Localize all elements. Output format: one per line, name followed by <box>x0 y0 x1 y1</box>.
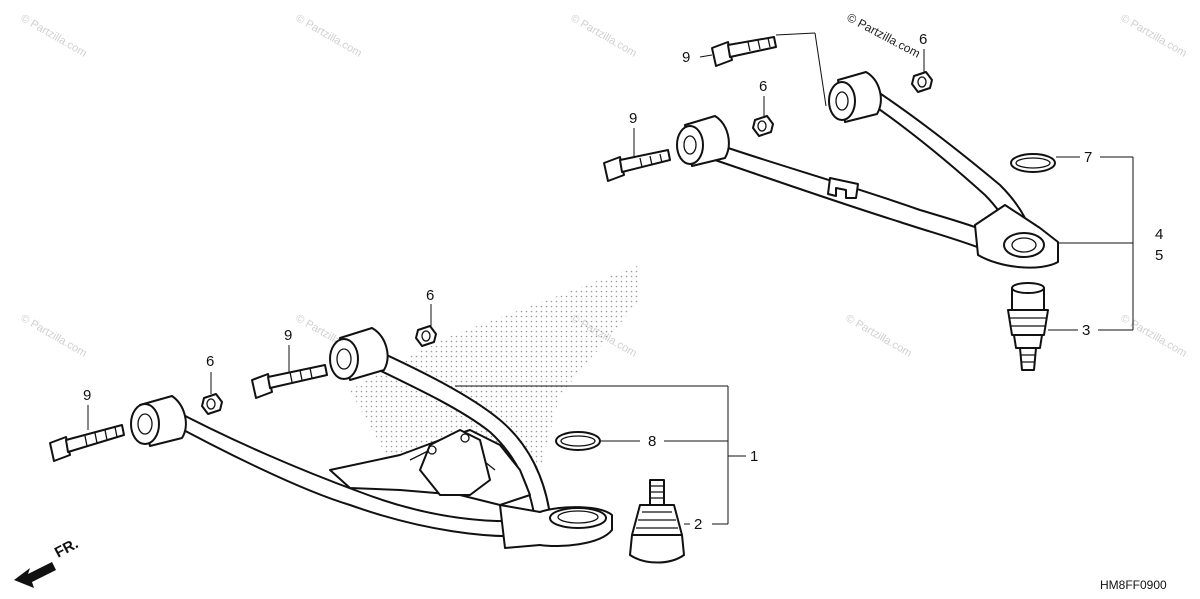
callout-6: 6 <box>919 31 927 48</box>
leader-lines <box>87 32 1134 525</box>
diagram-code: HM8FF0900 <box>1100 578 1167 592</box>
front-direction-arrow: FR. <box>14 535 81 588</box>
callout-6: 6 <box>426 287 434 304</box>
watermark: © Partzilla.com <box>844 312 914 359</box>
callout-8: 8 <box>648 433 656 450</box>
shadow-stipple <box>350 265 640 500</box>
watermark: © Partzilla.com <box>1119 312 1189 359</box>
circlip-7[interactable] <box>1010 153 1056 173</box>
watermark: © Partzilla.com <box>569 12 639 59</box>
nut-6-upper-rear[interactable] <box>911 71 933 93</box>
callout-5: 5 <box>1155 247 1163 264</box>
bolt-9-upper-rear[interactable] <box>711 36 777 67</box>
watermark: © Partzilla.com <box>1119 12 1189 59</box>
callout-7: 7 <box>1084 149 1092 166</box>
ball-joint-2[interactable] <box>629 479 685 564</box>
watermark: © Partzilla.com <box>294 12 364 59</box>
nut-6-lower-rear[interactable] <box>415 325 437 347</box>
bolt-9-lower-front[interactable] <box>49 424 125 462</box>
upper-rear-bushing <box>828 71 882 123</box>
direction-label: FR. <box>52 535 81 561</box>
nut-6-upper-front[interactable] <box>752 115 774 137</box>
bolt-9-lower-rear[interactable] <box>251 364 328 399</box>
watermark: © Partzilla.com <box>19 12 89 59</box>
callout-6: 6 <box>206 353 214 370</box>
lower-front-bushing <box>130 395 187 447</box>
callout-1: 1 <box>750 448 758 465</box>
callout-9: 9 <box>284 327 292 344</box>
nut-6-lower-front[interactable] <box>201 393 223 415</box>
callouts: 9 6 9 6 8 1 2 9 6 9 6 7 4 5 3 <box>83 31 1163 533</box>
lower-rear-bushing <box>329 327 389 381</box>
callout-9: 9 <box>83 387 91 404</box>
callout-6: 6 <box>759 78 767 95</box>
callout-4: 4 <box>1155 226 1163 243</box>
circlip-8[interactable] <box>555 431 601 451</box>
watermark: © Partzilla.com <box>19 312 89 359</box>
callout-9: 9 <box>629 110 637 127</box>
upper-front-bushing <box>676 115 730 167</box>
callout-9: 9 <box>682 49 690 66</box>
ball-joint-3[interactable] <box>1007 282 1049 371</box>
copyright-notice: © Partzilla.com <box>845 10 923 60</box>
upper-arm[interactable] <box>676 71 1059 269</box>
callout-3: 3 <box>1082 322 1090 339</box>
callout-2: 2 <box>694 516 702 533</box>
lower-arm[interactable] <box>130 327 613 549</box>
bolt-9-upper-front[interactable] <box>603 149 671 182</box>
arrow-icon <box>14 562 56 588</box>
